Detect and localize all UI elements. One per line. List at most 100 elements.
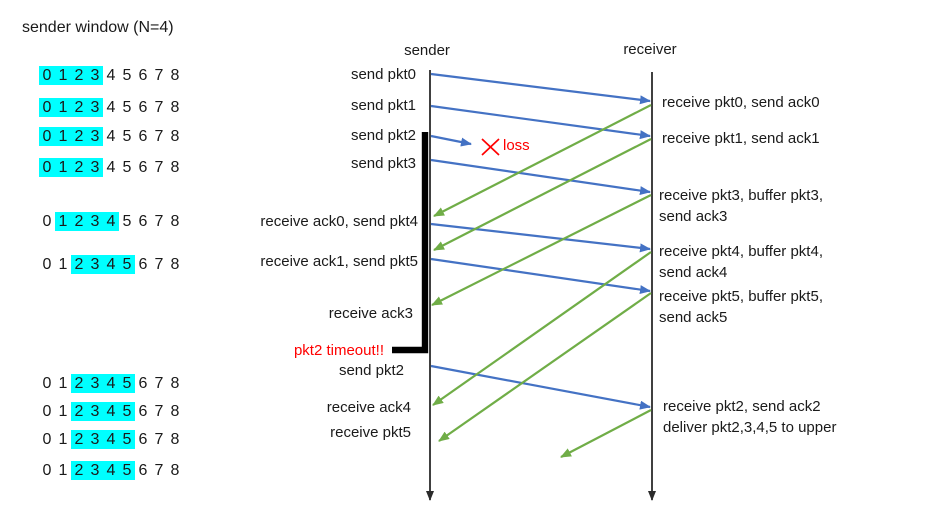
sender-event-label: receive ack0, send pkt4 — [260, 213, 418, 230]
seq-number: 1 — [58, 462, 68, 479]
sender-event-label: receive ack1, send pkt5 — [260, 253, 418, 270]
ack4-arrow — [432, 251, 652, 406]
sender-event-label: send pkt2 — [338, 362, 404, 379]
seq-number: 7 — [154, 403, 164, 420]
seq-number: 6 — [138, 159, 148, 176]
seq-number: 7 — [154, 99, 164, 116]
seq-number-in-window: 3 — [87, 374, 103, 393]
sender-event-label: send pkt2 — [350, 127, 416, 144]
receiver-column-header: receiver — [623, 41, 677, 58]
seq-number-in-window: 1 — [55, 66, 71, 85]
seq-number-in-window: 3 — [87, 98, 103, 117]
receiver-event-label: receive pkt0, send ack0 — [662, 92, 820, 113]
seq-number: 8 — [170, 431, 180, 448]
timeout-label: pkt2 timeout!! — [293, 342, 384, 359]
seq-number-in-window: 0 — [39, 66, 55, 85]
seq-number: 7 — [154, 213, 164, 230]
seq-number: 8 — [170, 256, 180, 273]
seq-number-in-window: 3 — [87, 461, 103, 480]
seq-number-in-window: 2 — [71, 98, 87, 117]
seq-number-in-window: 2 — [71, 461, 87, 480]
receiver-event-line: receive pkt3, buffer pkt3, — [659, 187, 823, 204]
seq-number-in-window: 4 — [103, 461, 119, 480]
seq-number: 0 — [42, 431, 52, 448]
seq-number-in-window: 3 — [87, 255, 103, 274]
receiver-event-line: send ack5 — [659, 309, 728, 326]
sender-event-label: receive ack3 — [328, 305, 413, 322]
seq-number-in-window: 5 — [119, 430, 135, 449]
seq-number: 7 — [154, 128, 164, 145]
seq-number: 6 — [138, 128, 148, 145]
seq-number-in-window: 3 — [87, 212, 103, 231]
pkt3-arrow — [430, 158, 651, 196]
seq-number: 1 — [58, 256, 68, 273]
seq-number: 6 — [138, 67, 148, 84]
seq-number: 7 — [154, 462, 164, 479]
seq-number: 7 — [154, 159, 164, 176]
seq-number: 1 — [58, 375, 68, 392]
seq-number: 5 — [122, 128, 132, 145]
sender-event-label: send pkt1 — [350, 97, 416, 114]
seq-number: 8 — [170, 159, 180, 176]
seq-number-in-window: 2 — [71, 374, 87, 393]
seq-number: 7 — [154, 256, 164, 273]
seq-number-in-window: 3 — [87, 66, 103, 85]
seq-number: 0 — [42, 462, 52, 479]
loss-x-icon — [481, 138, 500, 156]
pkt5-arrow — [430, 257, 651, 295]
receiver-event-line: receive pkt4, buffer pkt4, — [659, 243, 823, 260]
seq-number-in-window: 2 — [71, 127, 87, 146]
ack1-arrow — [433, 138, 652, 251]
seq-number-in-window: 4 — [103, 402, 119, 421]
pkt0-arrow — [430, 72, 651, 105]
seq-number-in-window: 5 — [119, 255, 135, 274]
seq-number-in-window: 3 — [87, 127, 103, 146]
receiver-event-line: deliver pkt2,3,4,5 to upper — [663, 419, 837, 436]
seq-number-in-window: 4 — [103, 255, 119, 274]
seq-number-in-window: 2 — [71, 255, 87, 274]
seq-number-in-window: 4 — [103, 212, 119, 231]
seq-number-in-window: 2 — [71, 212, 87, 231]
ack2-arrow — [560, 409, 652, 458]
seq-number: 6 — [138, 99, 148, 116]
sender-column-header: sender — [404, 42, 450, 59]
sender-event-label: send pkt0 — [350, 66, 416, 83]
seq-number: 4 — [106, 67, 116, 84]
ack3-arrow — [431, 194, 652, 306]
seq-number: 8 — [170, 375, 180, 392]
seq-number-in-window: 1 — [55, 98, 71, 117]
seq-number: 6 — [138, 462, 148, 479]
sender-event-label: receive ack4 — [326, 399, 411, 416]
receiver-event-line: receive pkt2, send ack2 — [663, 398, 821, 415]
receiver-event-label: receive pkt5, buffer pkt5, send ack5 — [659, 286, 823, 328]
seq-number-in-window: 0 — [39, 127, 55, 146]
receiver-event-line: receive pkt0, send ack0 — [662, 94, 820, 111]
seq-number: 0 — [42, 213, 52, 230]
seq-number-in-window: 3 — [87, 158, 103, 177]
seq-number: 6 — [138, 256, 148, 273]
receiver-event-line: receive pkt5, buffer pkt5, — [659, 288, 823, 305]
seq-number-in-window: 5 — [119, 374, 135, 393]
seq-number: 0 — [42, 403, 52, 420]
seq-number: 7 — [154, 431, 164, 448]
lost-pkt2-arrow — [430, 134, 472, 147]
seq-number: 6 — [138, 431, 148, 448]
seq-number-in-window: 0 — [39, 158, 55, 177]
loss-label: loss — [503, 137, 530, 154]
seq-number: 0 — [42, 375, 52, 392]
seq-number: 7 — [154, 375, 164, 392]
seq-number: 5 — [122, 67, 132, 84]
seq-number: 8 — [170, 403, 180, 420]
ack5-arrow — [438, 292, 652, 442]
seq-number-in-window: 2 — [71, 66, 87, 85]
sender-event-label: receive pkt5 — [330, 424, 411, 441]
seq-number: 6 — [138, 375, 148, 392]
